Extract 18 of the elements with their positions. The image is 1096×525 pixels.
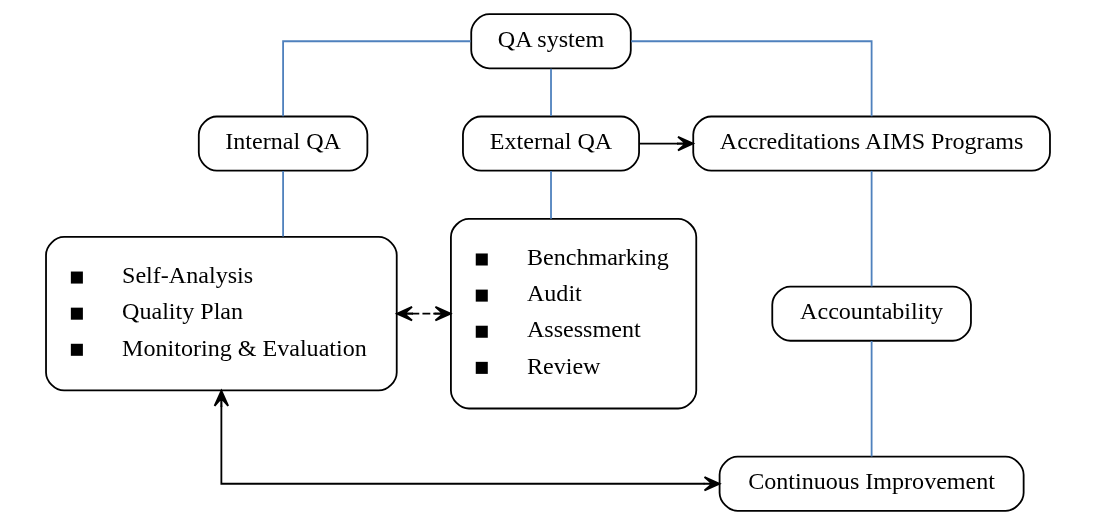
node-box: Accreditations AIMS Programs <box>692 115 1051 172</box>
connector <box>870 340 873 458</box>
arrow <box>213 389 721 492</box>
node-box: Self-Analysis Quality Plan Monitoring & Evaluation <box>45 236 398 392</box>
node-box: Internal QA <box>197 115 369 172</box>
node-box: QA system <box>470 13 632 70</box>
node-box: Benchmarking Audit Assessment Review <box>450 217 698 410</box>
arrow <box>396 306 452 322</box>
node-box: External QA <box>462 115 640 172</box>
arrow <box>638 135 694 152</box>
connector <box>870 170 873 288</box>
connector <box>630 40 873 118</box>
connector <box>550 67 552 117</box>
connector <box>282 170 284 238</box>
node-box: Accountability <box>771 285 972 342</box>
connector <box>282 40 472 118</box>
node-box: Continuous Improvement <box>718 455 1025 512</box>
connector <box>550 170 552 220</box>
